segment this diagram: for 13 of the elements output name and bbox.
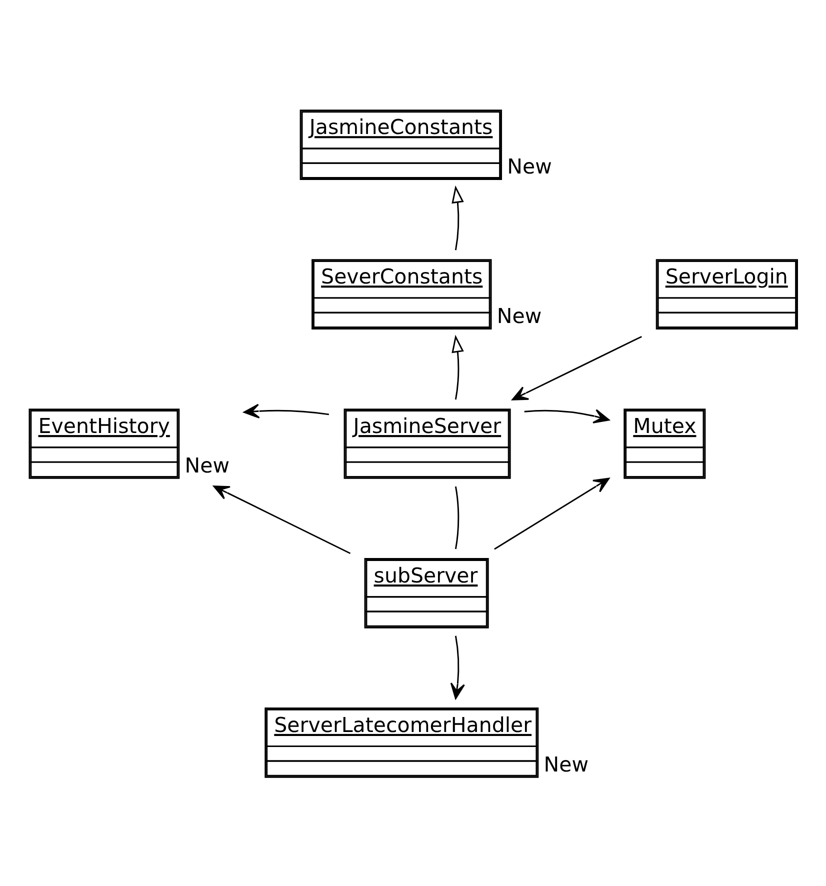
node-label: New xyxy=(184,454,230,478)
node-label: New xyxy=(507,154,552,179)
arrow xyxy=(494,478,610,550)
arrow xyxy=(524,409,610,424)
node-label: New xyxy=(496,304,542,328)
arrow xyxy=(452,185,464,250)
arrow xyxy=(243,404,330,418)
arrow xyxy=(512,336,642,400)
arrow xyxy=(450,636,465,700)
node-label: New xyxy=(544,752,588,777)
arrow xyxy=(452,334,464,400)
connector xyxy=(454,486,460,550)
arrow xyxy=(213,486,351,554)
